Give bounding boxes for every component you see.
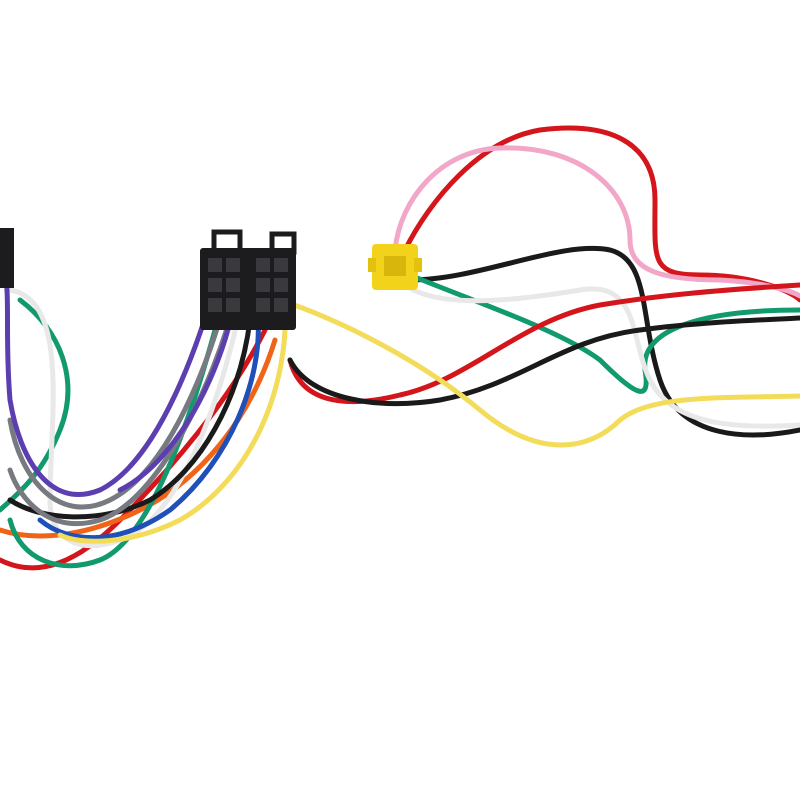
wire-yellow-left: [57, 297, 288, 544]
small-yellow-connector: [368, 244, 422, 290]
wire-orange-left: [0, 337, 278, 539]
wire-green: [407, 272, 800, 394]
wire-black-2: [287, 315, 800, 407]
wire-yellow: [277, 297, 800, 448]
iso-connector-main: [200, 229, 297, 330]
iso-connector-left-edge: [0, 228, 14, 288]
left-wire-bundle: [0, 267, 288, 571]
wire-red: [402, 125, 800, 303]
wire-white: [402, 282, 800, 429]
wire-pink: [392, 145, 800, 299]
wire-red-2: [287, 282, 800, 405]
wire-black: [407, 245, 800, 438]
right-wire-bundle: [277, 125, 800, 448]
wire-blue-left: [37, 315, 261, 541]
